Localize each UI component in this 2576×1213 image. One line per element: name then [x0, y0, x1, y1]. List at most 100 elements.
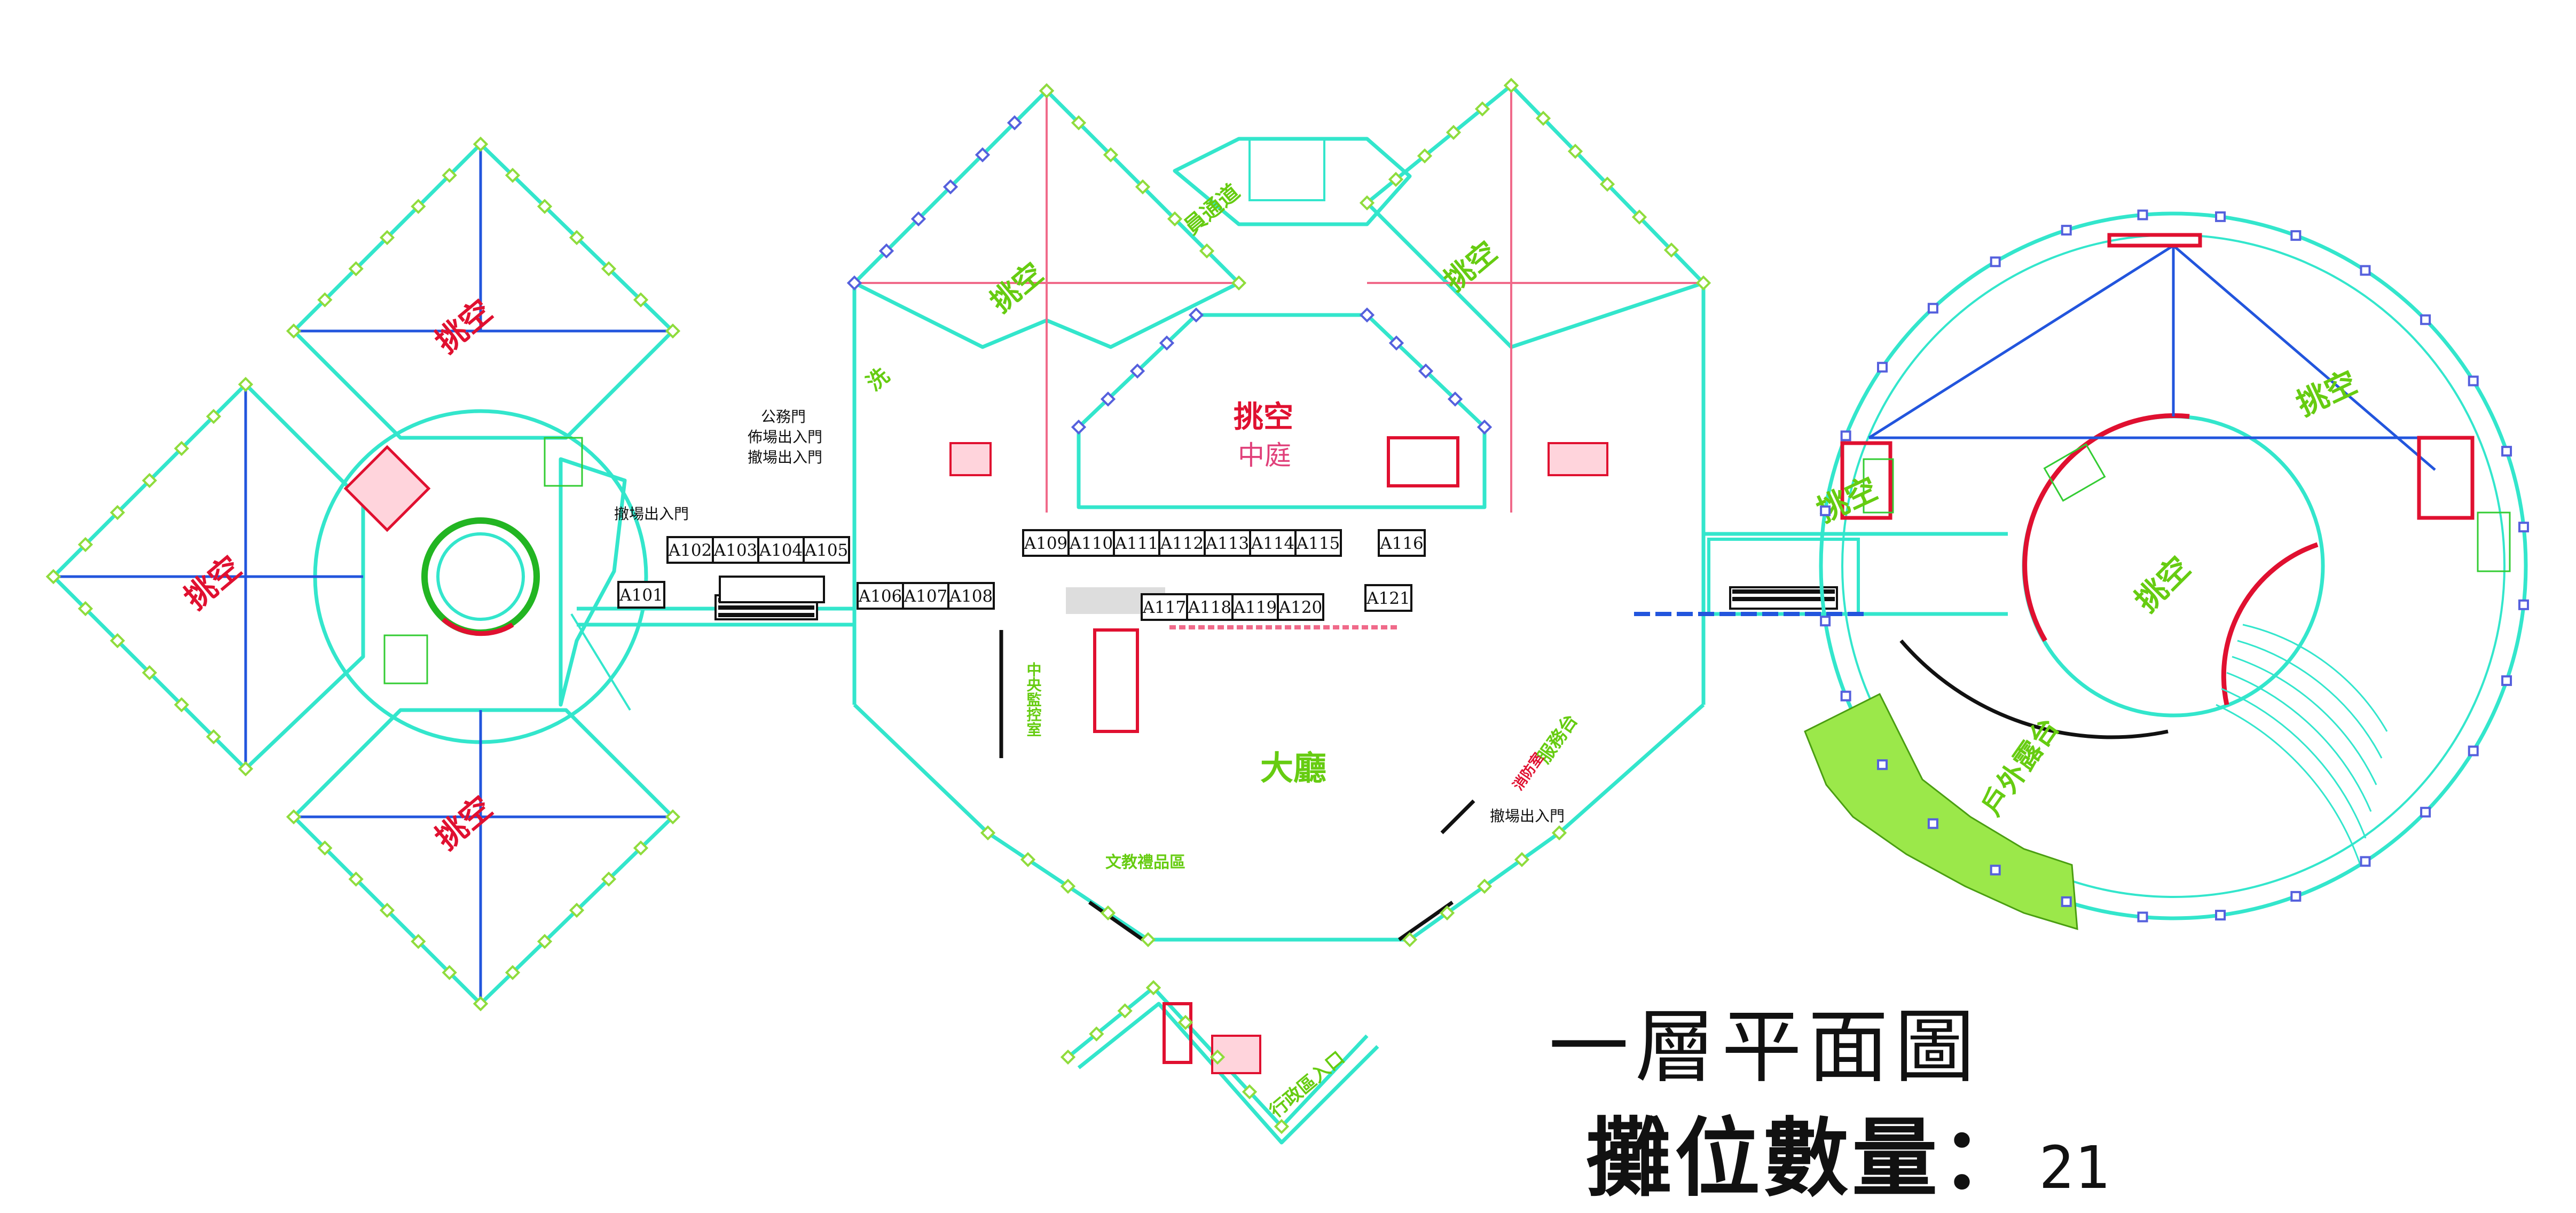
- booth-box[interactable]: [1364, 584, 1412, 612]
- booth-a102[interactable]: A102: [666, 536, 714, 564]
- booth-a120[interactable]: A120: [1277, 593, 1324, 621]
- plan-title: 一層平面圖: [1549, 1001, 1982, 1094]
- booth-count-value: 21: [2039, 1133, 2110, 1202]
- booth-box[interactable]: [857, 582, 904, 610]
- column-node: [1514, 852, 1530, 868]
- column-node: [348, 871, 364, 887]
- column-node: [2137, 911, 2148, 923]
- booth-box[interactable]: [666, 536, 714, 564]
- column-node: [633, 292, 649, 308]
- booth-label: A102: [668, 541, 712, 560]
- side-room-label: 消防室: [1510, 750, 1547, 793]
- right-stair-east: [2477, 511, 2511, 572]
- column-node: [2215, 910, 2226, 921]
- column-node: [1503, 77, 1519, 93]
- column-node: [1060, 1049, 1076, 1065]
- column-node: [1402, 932, 1418, 948]
- column-node: [878, 243, 894, 259]
- booth-box[interactable]: [1231, 593, 1279, 621]
- teardown-door-right-label: 撤場出入門: [1490, 807, 1565, 825]
- column-node: [1474, 101, 1490, 117]
- booth-a115[interactable]: A115: [1294, 529, 1342, 557]
- booth-a121[interactable]: A121: [1364, 584, 1412, 612]
- booth-a111[interactable]: A111: [1113, 529, 1160, 557]
- column-node: [1567, 144, 1583, 159]
- booth-box[interactable]: [1294, 529, 1342, 557]
- column-node: [1631, 209, 1647, 225]
- column-node: [174, 697, 190, 713]
- column-node: [1359, 307, 1375, 323]
- column-node: [1447, 391, 1463, 407]
- column-node: [537, 934, 553, 949]
- center-service-core: [1248, 138, 1325, 201]
- column-node: [411, 934, 426, 949]
- booth-count-label: 攤位數量：: [1586, 1108, 2030, 1208]
- right-stair-west: [1863, 458, 1894, 514]
- column-node: [1100, 905, 1116, 921]
- center-restroom-right: [1548, 442, 1608, 476]
- booth-label: A118: [1188, 598, 1232, 617]
- column-node: [1927, 818, 1938, 829]
- booth-box[interactable]: [1204, 529, 1251, 557]
- booth-a108[interactable]: A108: [947, 582, 995, 610]
- booth-box[interactable]: [1067, 529, 1115, 557]
- booth-a103[interactable]: A103: [712, 536, 759, 564]
- booth-box[interactable]: [712, 536, 759, 564]
- booth-a113[interactable]: A113: [1204, 529, 1251, 557]
- hall-label: 大廳: [1260, 749, 1326, 787]
- column-node: [206, 408, 222, 424]
- booth-box[interactable]: [1249, 529, 1297, 557]
- booth-box[interactable]: [1186, 593, 1234, 621]
- booth-box[interactable]: [947, 582, 995, 610]
- booth-box[interactable]: [617, 581, 665, 609]
- booth-label: A110: [1069, 534, 1113, 553]
- right-diag-b: [2172, 245, 2436, 471]
- right-stair-north: [2043, 443, 2106, 502]
- booth-a105[interactable]: A105: [803, 536, 850, 564]
- courtyard-label: 中庭: [1238, 440, 1291, 471]
- booth-a106[interactable]: A106: [857, 582, 904, 610]
- booth-label: A113: [1205, 534, 1250, 553]
- booth-a110[interactable]: A110: [1067, 529, 1115, 557]
- booth-a112[interactable]: A112: [1158, 529, 1206, 557]
- booth-a109[interactable]: A109: [1022, 529, 1070, 557]
- column-node: [473, 996, 489, 1012]
- void-label-center-left: 挑空: [984, 256, 1049, 319]
- booth-a101[interactable]: A101: [617, 581, 665, 609]
- column-node: [379, 902, 395, 918]
- booth-box[interactable]: [757, 536, 805, 564]
- column-node: [2501, 446, 2512, 457]
- left-corridor: [570, 594, 854, 711]
- booth-label: A106: [858, 587, 902, 606]
- center-building: 挑空 中庭 挑空 挑空 員通道 洗 大廳 文教禮品區 中央監控室 服務台 消防室…: [614, 83, 1706, 942]
- center-hall-black-e: [1440, 799, 1475, 834]
- void-label-right-west: 挑空: [1811, 470, 1883, 529]
- column-node: [1135, 179, 1151, 195]
- column-node: [665, 809, 681, 825]
- booth-label: A114: [1251, 534, 1295, 553]
- column-node: [286, 323, 302, 339]
- booth-a118[interactable]: A118: [1186, 593, 1234, 621]
- admin-red-stair: [1163, 1002, 1192, 1064]
- column-node: [2290, 230, 2302, 241]
- left-wing-east: [559, 457, 627, 707]
- column-node: [601, 261, 617, 277]
- booth-a104[interactable]: A104: [757, 536, 805, 564]
- booth-a114[interactable]: A114: [1249, 529, 1297, 557]
- booth-label: A115: [1296, 534, 1340, 553]
- booth-box[interactable]: [1277, 593, 1324, 621]
- booth-box[interactable]: [803, 536, 850, 564]
- booth-box[interactable]: [1378, 529, 1426, 557]
- booth-a117[interactable]: A117: [1141, 593, 1188, 621]
- booth-a119[interactable]: A119: [1231, 593, 1279, 621]
- booth-a107[interactable]: A107: [902, 582, 949, 610]
- booth-box[interactable]: [1022, 529, 1070, 557]
- booth-label: A101: [619, 586, 663, 605]
- right-black-arc: [1899, 639, 2169, 739]
- booth-a116[interactable]: A116: [1378, 529, 1426, 557]
- void-label-right-east: 挑空: [2291, 364, 2362, 423]
- booth-label: A108: [949, 587, 993, 606]
- column-node: [174, 440, 190, 456]
- column-node: [1117, 1003, 1133, 1019]
